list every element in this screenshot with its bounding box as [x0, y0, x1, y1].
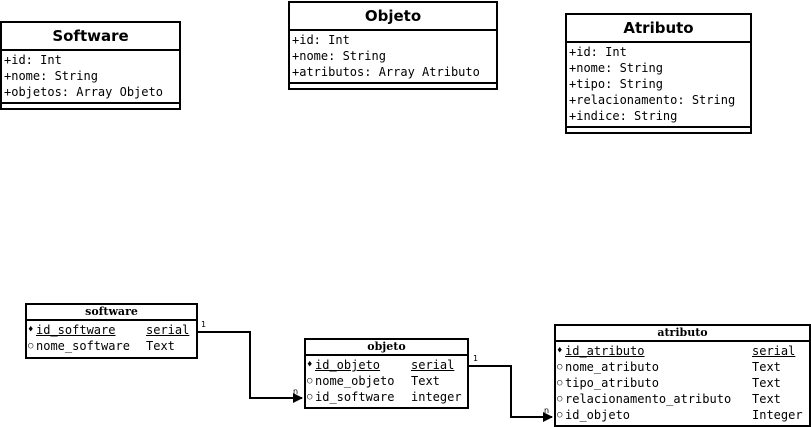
- column-type: Text: [752, 392, 781, 406]
- column-name: id_objeto: [315, 358, 381, 372]
- table-title: software: [27, 305, 196, 321]
- column-name: nome_software: [36, 339, 130, 353]
- class-attribute: +tipo: String: [569, 77, 663, 91]
- table-software[interactable]: software ♦ id_software serial ○ nome_sof…: [25, 303, 198, 359]
- column-type: integer: [411, 390, 462, 404]
- class-attribute: +id: Int: [292, 33, 350, 47]
- cardinality-label: n: [544, 406, 549, 415]
- column-type: Text: [146, 339, 175, 353]
- column-name: nome_atributo: [565, 360, 659, 374]
- table-title: objeto: [306, 340, 467, 356]
- table-atributo[interactable]: atributo ♦ id_atributo serial ○ nome_atr…: [554, 324, 811, 427]
- column-name: id_software: [36, 323, 116, 337]
- class-objeto[interactable]: Objeto +id: Int +nome: String +atributos…: [288, 1, 498, 90]
- table-column-row: ○ tipo_atributo Text: [557, 375, 809, 391]
- table-objeto[interactable]: objeto ♦ id_objeto serial ○ nome_objeto …: [304, 338, 469, 409]
- class-attribute: +indice: String: [569, 109, 678, 123]
- table-title: atributo: [556, 326, 809, 342]
- class-software[interactable]: Software +id: Int +nome: String +objetos…: [0, 21, 181, 110]
- column-name: id_atributo: [565, 344, 645, 358]
- relation-line-objeto-atributo[interactable]: [469, 365, 553, 422]
- class-title: Atributo: [567, 15, 750, 43]
- class-attributes: +id: Int +nome: String +tipo: String +re…: [567, 43, 750, 128]
- table-column-row: ○ id_software integer: [307, 389, 467, 405]
- column-type: serial: [411, 358, 455, 372]
- column-icon: ○: [557, 394, 563, 404]
- table-column-row: ♦ id_software serial: [28, 322, 196, 338]
- class-attribute: +nome: String: [4, 69, 98, 83]
- column-type: serial: [146, 323, 190, 337]
- relation-line-software-objeto[interactable]: [198, 331, 303, 403]
- class-attribute: +id: Int: [569, 45, 627, 59]
- class-attributes: +id: Int +nome: String +atributos: Array…: [290, 31, 496, 84]
- class-attribute: +objetos: Array Objeto: [4, 85, 163, 99]
- table-column-row: ○ relacionamento_atributo Text: [557, 391, 809, 407]
- class-title: Software: [2, 23, 179, 51]
- class-title: Objeto: [290, 3, 496, 31]
- table-column-row: ○ nome_atributo Text: [557, 359, 809, 375]
- column-name: tipo_atributo: [565, 376, 659, 390]
- column-type: Text: [411, 374, 440, 388]
- table-column-row: ○ id_objeto Integer: [557, 407, 809, 423]
- column-icon: ○: [557, 378, 563, 388]
- column-type: Integer: [752, 408, 803, 422]
- column-icon: ○: [557, 410, 563, 420]
- column-icon: ○: [28, 341, 34, 351]
- class-attribute: +nome: String: [569, 61, 663, 75]
- table-column-row: ♦ id_atributo serial: [557, 343, 809, 359]
- primary-key-icon: ♦: [28, 325, 34, 335]
- class-attribute: +atributos: Array Atributo: [292, 65, 480, 79]
- column-name: id_objeto: [565, 408, 631, 422]
- class-attribute: +nome: String: [292, 49, 386, 63]
- cardinality-label: n: [293, 387, 298, 396]
- column-icon: ○: [307, 392, 313, 402]
- column-type: serial: [752, 344, 796, 358]
- table-column-row: ♦ id_objeto serial: [307, 357, 467, 373]
- column-icon: ○: [557, 362, 563, 372]
- column-name: id_software: [315, 390, 395, 404]
- column-type: Text: [752, 360, 781, 374]
- column-name: nome_objeto: [315, 374, 395, 388]
- class-attributes: +id: Int +nome: String +objetos: Array O…: [2, 51, 179, 104]
- cardinality-label: 1: [473, 354, 478, 363]
- class-attribute: +relacionamento: String: [569, 93, 736, 107]
- cardinality-label: 1: [201, 320, 206, 329]
- column-type: Text: [752, 376, 781, 390]
- class-attribute: +id: Int: [4, 53, 62, 67]
- table-column-row: ○ nome_objeto Text: [307, 373, 467, 389]
- column-name: relacionamento_atributo: [565, 392, 732, 406]
- primary-key-icon: ♦: [307, 360, 313, 370]
- class-atributo[interactable]: Atributo +id: Int +nome: String +tipo: S…: [565, 13, 752, 134]
- table-column-row: ○ nome_software Text: [28, 338, 196, 354]
- primary-key-icon: ♦: [557, 346, 563, 356]
- column-icon: ○: [307, 376, 313, 386]
